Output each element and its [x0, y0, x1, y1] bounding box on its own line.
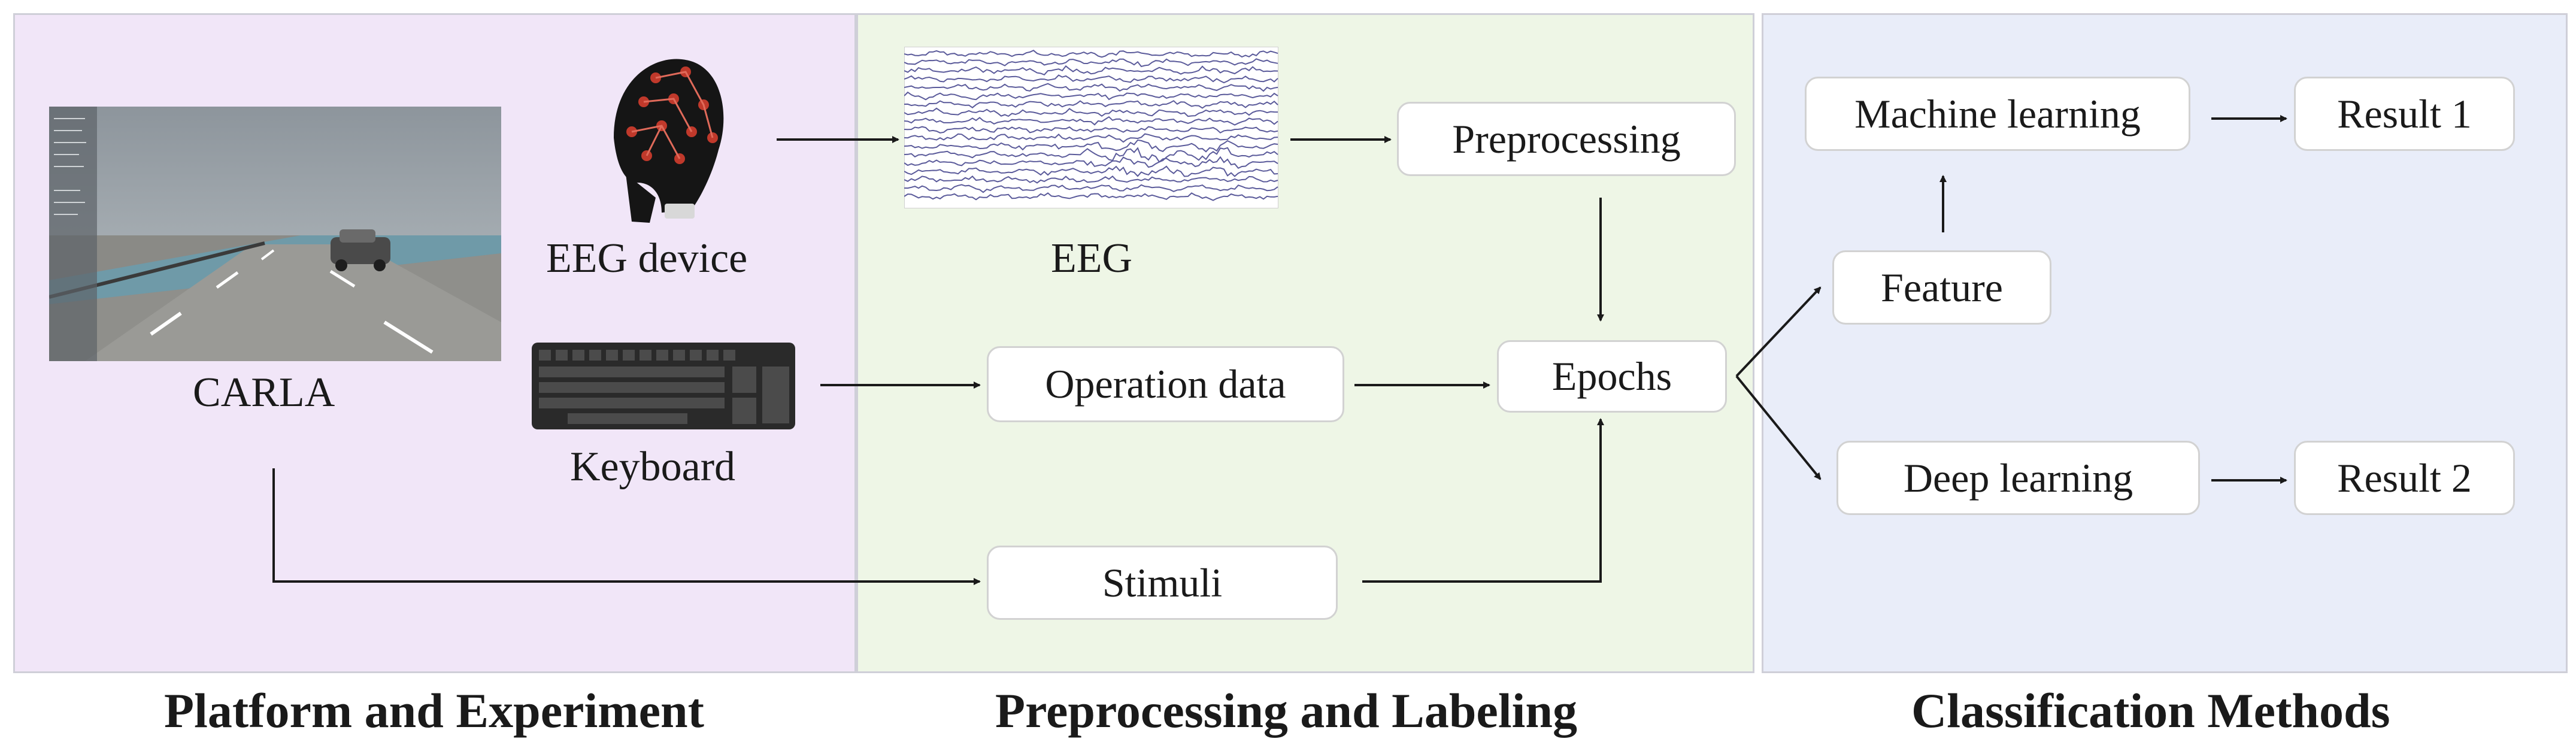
keyboard-label: Keyboard — [570, 444, 736, 490]
eeg-trace — [904, 100, 1278, 109]
eeg-trace — [904, 192, 1278, 201]
eeg-label: EEG — [1051, 235, 1133, 281]
deep-learning-box: Deep learning — [1836, 441, 2200, 515]
eeg-trace — [904, 107, 1278, 117]
section-title-classification: Classification Methods — [1911, 683, 2390, 738]
carla-label: CARLA — [193, 370, 335, 416]
eeg-trace — [904, 156, 1278, 169]
eeg-cap-image — [614, 59, 724, 223]
section-title-platform: Platform and Experiment — [164, 683, 704, 738]
result-2-box: Result 2 — [2294, 441, 2515, 515]
eeg-trace — [904, 91, 1278, 101]
eeg-trace — [904, 65, 1278, 75]
eeg-trace — [904, 165, 1278, 177]
operation-data-box: Operation data — [987, 346, 1344, 422]
keyboard-image — [532, 343, 795, 429]
eeg-trace — [904, 74, 1278, 84]
epochs-box: Epochs — [1497, 340, 1727, 413]
arrow-epochs-to-deep-learning — [1735, 375, 1822, 480]
result-1-box: Result 1 — [2294, 77, 2515, 151]
eeg-trace — [904, 133, 1278, 143]
eeg-trace — [904, 126, 1278, 134]
eeg-trace — [904, 58, 1278, 68]
eeg-trace — [904, 175, 1278, 184]
carla-screenshot — [49, 107, 501, 361]
arrow-carla-to-stimuli — [272, 468, 981, 585]
stimuli-box: Stimuli — [987, 546, 1338, 620]
section-title-preprocessing: Preprocessing and Labeling — [995, 683, 1577, 738]
machine-learning-box: Machine learning — [1805, 77, 2190, 151]
eeg-trace — [904, 147, 1278, 163]
arrow-stimuli-to-epochs — [1362, 418, 1604, 583]
eeg-signal-plot — [904, 47, 1278, 208]
eeg-trace — [904, 50, 1278, 58]
eeg-trace — [904, 139, 1278, 153]
eeg-trace — [904, 184, 1278, 193]
arrow-epochs-to-feature — [1735, 286, 1822, 377]
eeg-trace — [904, 116, 1278, 126]
feature-box: Feature — [1832, 250, 2051, 325]
preprocessing-box: Preprocessing — [1397, 102, 1736, 176]
eeg-device-label: EEG device — [546, 235, 748, 281]
eeg-trace — [904, 83, 1278, 92]
